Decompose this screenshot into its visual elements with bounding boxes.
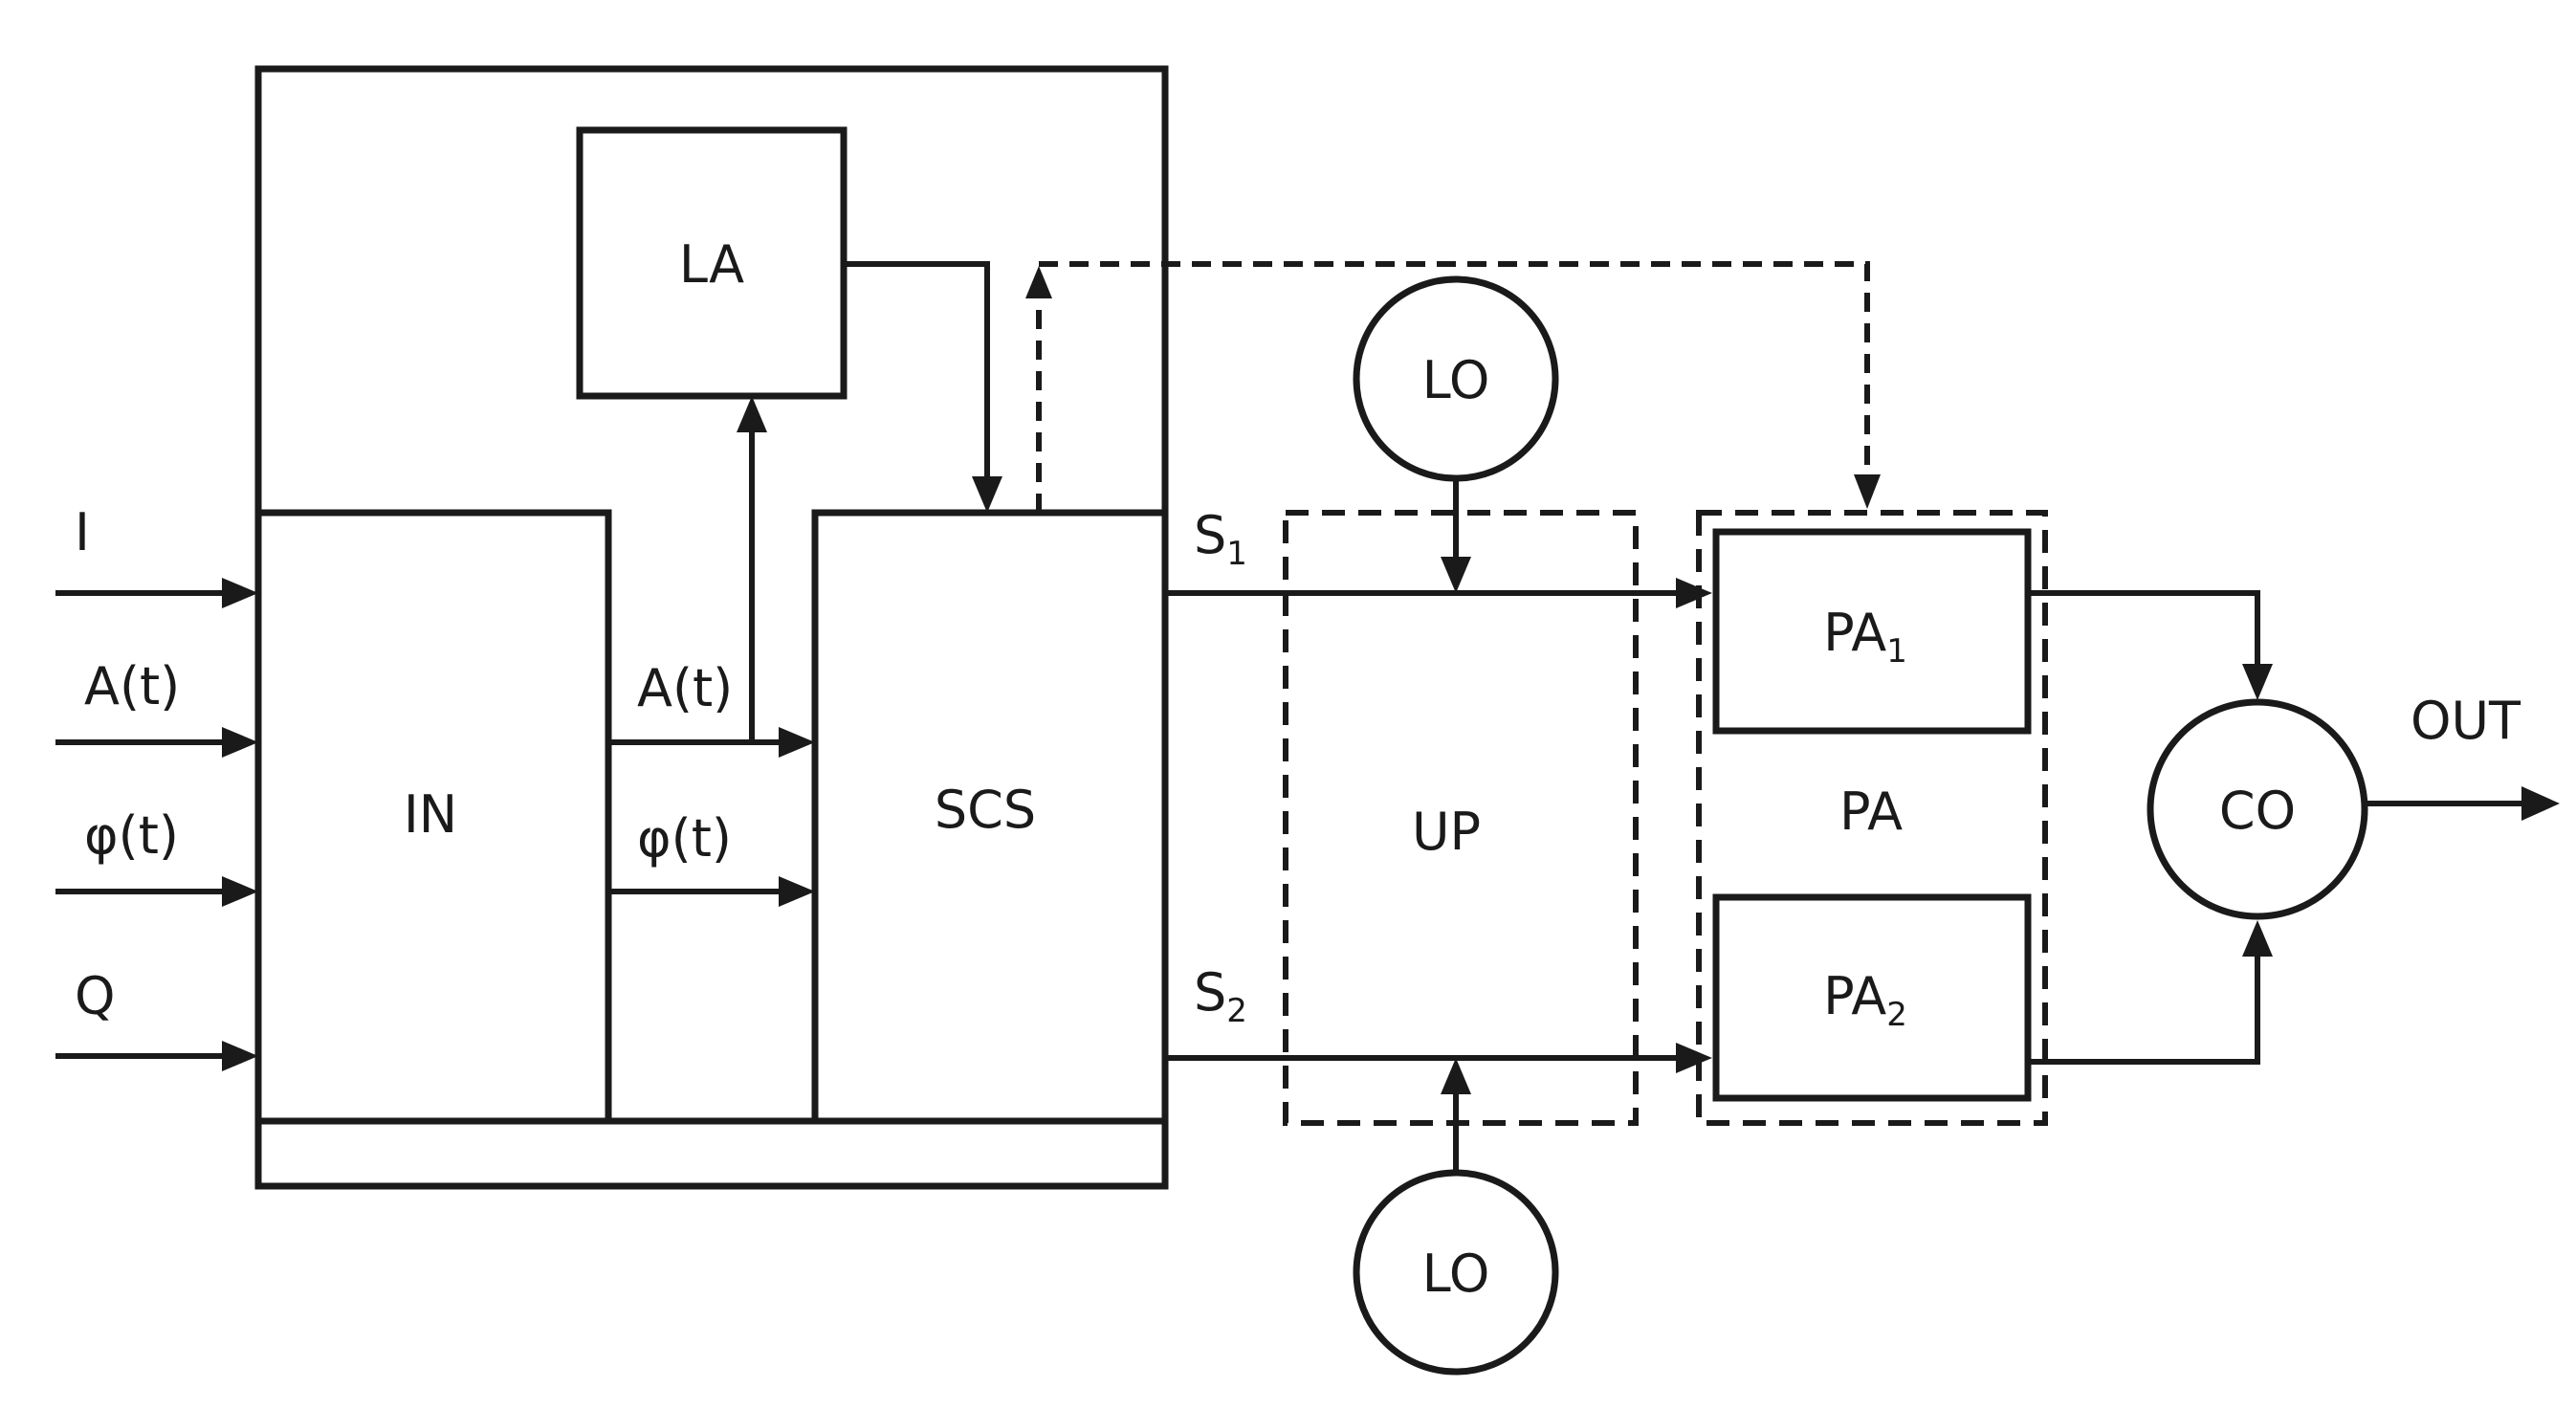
input-q-arrowhead — [222, 1041, 258, 1071]
input-a-label: A(t) — [84, 656, 180, 716]
input-i-label: I — [75, 502, 90, 562]
la-to-scs-arrowhead — [972, 476, 1002, 513]
input-q-label: Q — [75, 966, 116, 1026]
pa-group-label: PA — [1839, 782, 1903, 842]
s1-arrowhead — [1676, 578, 1712, 608]
la-to-pa-dashed-arrowhead — [1854, 474, 1881, 509]
pa2-to-co-line — [2028, 951, 2257, 1062]
lo-top-to-s1-arrowhead — [1441, 557, 1471, 593]
co-label: CO — [2219, 781, 2296, 841]
input-i-arrowhead — [222, 578, 258, 608]
lo-bottom-label: LO — [1422, 1244, 1490, 1304]
input-phi-label: φ(t) — [84, 805, 179, 866]
lo-bottom-to-s2-arrowhead — [1441, 1058, 1471, 1094]
pa1-to-co-line — [2028, 593, 2257, 670]
s2-arrowhead — [1676, 1043, 1712, 1073]
out-arrowhead — [2521, 786, 2560, 821]
in-scs-a-label: A(t) — [637, 658, 733, 718]
scs-feedback-dashed-arrowhead — [1025, 266, 1052, 298]
pa1-to-co-arrowhead — [2242, 664, 2273, 700]
a-to-la-arrowhead — [737, 396, 767, 432]
in-block-label: IN — [404, 784, 457, 845]
in-scs-phi-label: φ(t) — [637, 808, 732, 869]
la-to-scs-line — [844, 264, 987, 484]
input-phi-arrowhead — [222, 876, 258, 907]
s1-label: S1 — [1194, 505, 1247, 573]
in-scs-phi-arrowhead — [779, 876, 815, 907]
scs-block-label: SCS — [935, 780, 1036, 840]
pa2-label: PA2 — [1823, 966, 1907, 1034]
input-a-arrowhead — [222, 727, 258, 758]
in-scs-a-arrowhead — [779, 727, 815, 758]
s2-label: S2 — [1194, 962, 1247, 1030]
la-block-label: LA — [679, 234, 744, 295]
pa1-label: PA1 — [1823, 603, 1907, 671]
up-block-label: UP — [1412, 802, 1481, 862]
lo-top-label: LO — [1422, 350, 1490, 410]
pa2-to-co-arrowhead — [2242, 920, 2273, 957]
out-label: OUT — [2411, 691, 2521, 751]
